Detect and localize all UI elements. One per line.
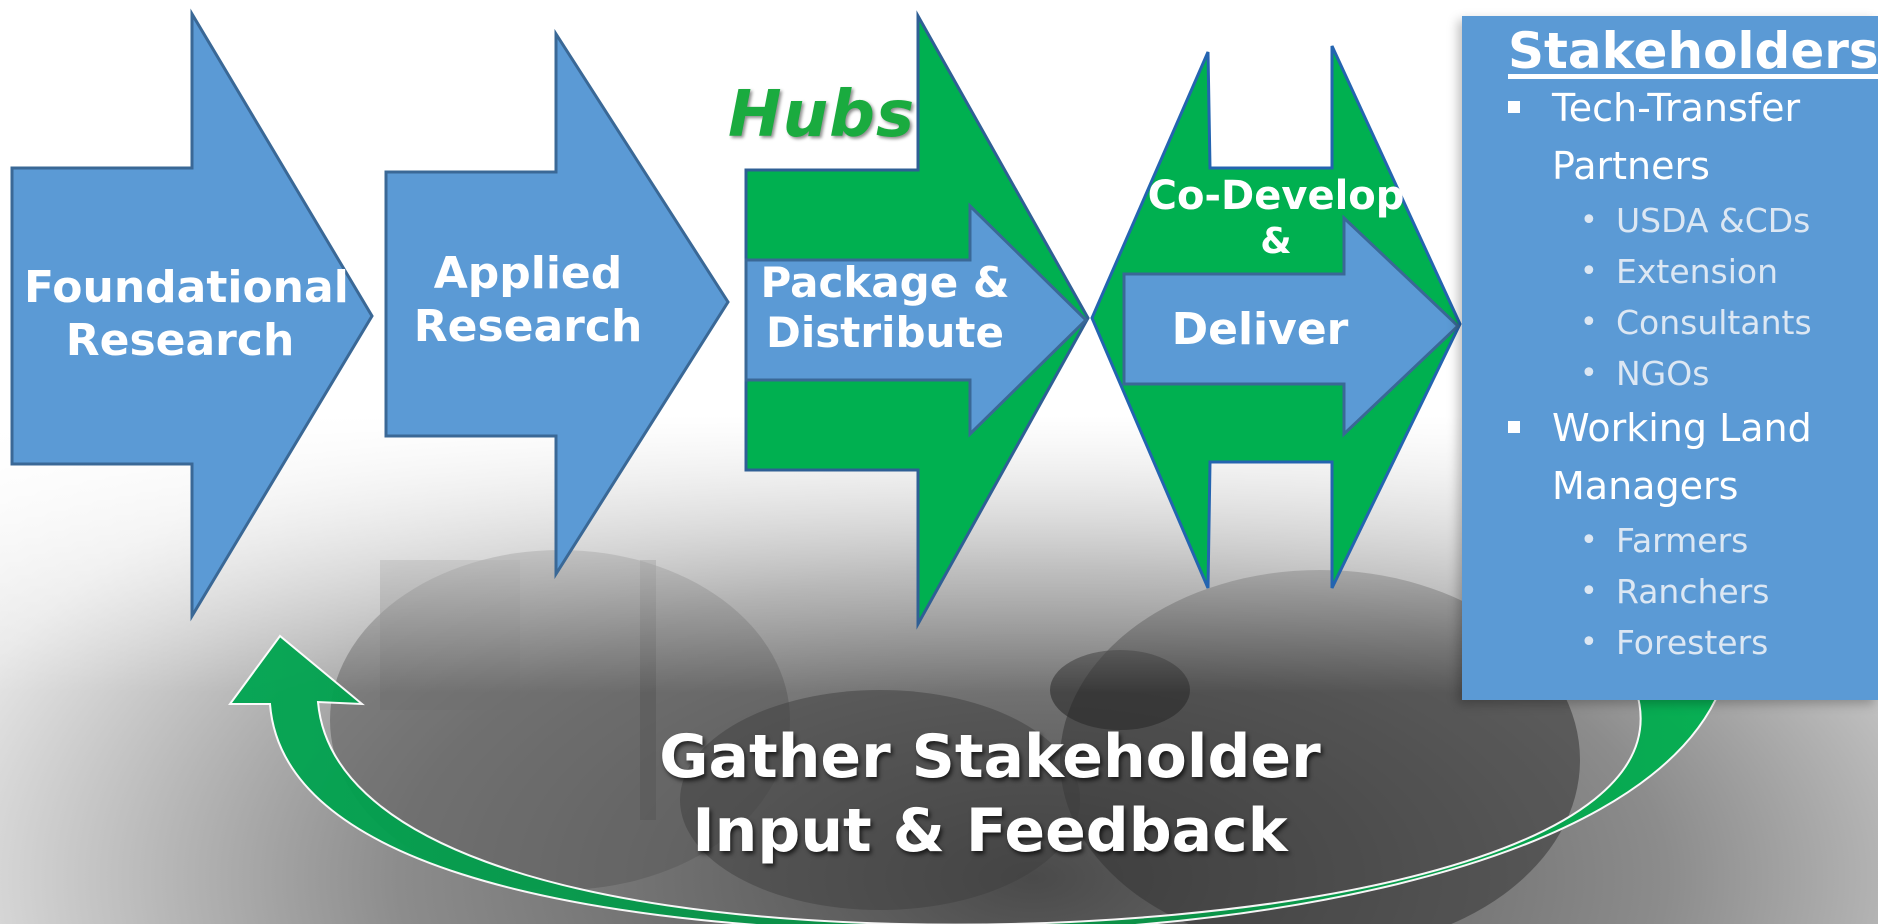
stakeholders-title: Stakeholders	[1508, 22, 1878, 80]
round-bullet-icon: •	[1580, 356, 1598, 391]
label-package-distribute: Package & Distribute	[760, 258, 1010, 358]
stakeholder-item-label: Consultants	[1616, 303, 1812, 342]
hubs-label: Hubs	[728, 78, 916, 152]
label-codevelop: Co-Develop	[1147, 173, 1405, 219]
stakeholder-item-label: Ranchers	[1616, 572, 1770, 611]
label-codevelop-ampersand: &	[1260, 221, 1292, 262]
stakeholder-item-label: Foresters	[1616, 623, 1769, 662]
round-bullet-icon: •	[1580, 305, 1598, 340]
square-bullet-icon	[1508, 421, 1520, 433]
stakeholder-item: • USDA &CDs	[1580, 195, 1878, 246]
arrow-deliver	[1122, 214, 1461, 438]
round-bullet-icon: •	[1580, 254, 1598, 289]
stakeholder-item: • Consultants	[1580, 297, 1878, 348]
stakeholder-item: • NGOs	[1580, 348, 1878, 399]
stakeholder-group-label: Tech-Transfer Partners	[1552, 86, 1801, 188]
label-deliver: Deliver	[1171, 304, 1349, 355]
stakeholder-item-label: Extension	[1616, 252, 1779, 291]
arrow-package-distribute	[744, 202, 1089, 438]
feedback-line-2: Input & Feedback	[692, 796, 1288, 867]
round-bullet-icon: •	[1580, 523, 1598, 558]
feedback-line-1: Gather Stakeholder	[659, 722, 1321, 792]
square-bullet-icon	[1508, 101, 1520, 113]
stakeholder-item-label: USDA &CDs	[1616, 201, 1811, 240]
stakeholder-item: • Ranchers	[1580, 566, 1878, 617]
stakeholder-item: • Foresters	[1580, 617, 1878, 668]
stakeholder-item-label: NGOs	[1616, 354, 1710, 393]
label-applied-research: Applied Research	[413, 248, 643, 352]
round-bullet-icon: •	[1580, 574, 1598, 609]
feedback-text: Gather Stakeholder Input & Feedback	[600, 720, 1380, 869]
round-bullet-icon: •	[1580, 625, 1598, 660]
stakeholder-item: • Farmers	[1580, 515, 1878, 566]
arrow-applied-research	[384, 28, 730, 580]
arrow-foundational-research	[10, 8, 374, 622]
stakeholders-panel: Stakeholders Tech-Transfer Partners • US…	[1462, 16, 1878, 700]
stakeholder-group-label: Working Land Managers	[1552, 406, 1812, 508]
stakeholder-item-label: Farmers	[1616, 521, 1749, 560]
round-bullet-icon: •	[1580, 203, 1598, 238]
stakeholder-group-tech-transfer: Tech-Transfer Partners	[1508, 79, 1878, 195]
stakeholder-group-working-land: Working Land Managers	[1508, 399, 1878, 515]
label-foundational-research: Foundational Research	[24, 262, 349, 366]
feedback-curved-arrow	[228, 634, 1722, 924]
stakeholder-item: • Extension	[1580, 246, 1878, 297]
